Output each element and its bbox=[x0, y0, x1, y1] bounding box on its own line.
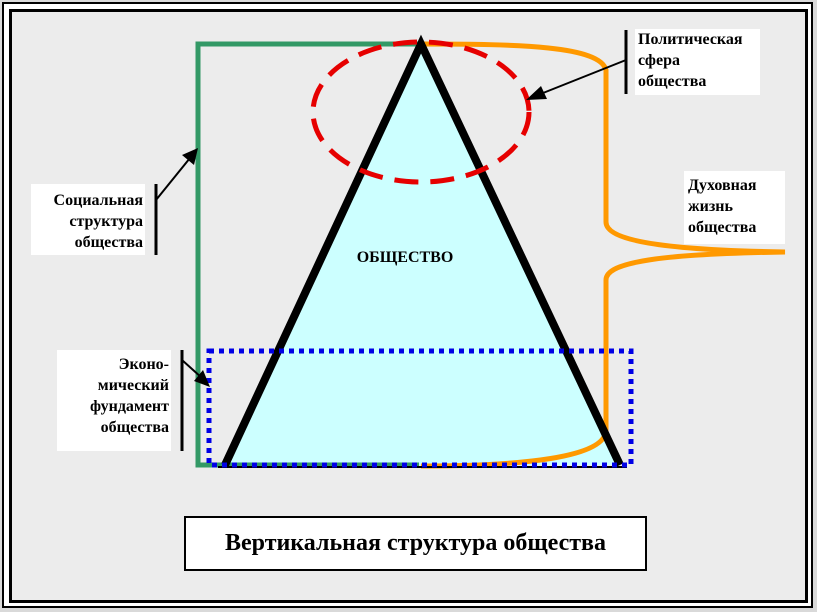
economic-label-line-4: общества bbox=[100, 419, 169, 436]
spiritual-life-label: Духовная жизнь общества bbox=[684, 171, 785, 244]
society-center-label: ОБЩЕСТВО bbox=[356, 249, 454, 266]
spiritual-label-line-2: жизнь bbox=[688, 198, 733, 215]
economic-label-line-1: Эконо- bbox=[118, 356, 169, 373]
spiritual-life-line bbox=[420, 41, 786, 469]
political-label-line-2: сфера bbox=[638, 52, 680, 69]
social-structure-line bbox=[195, 41, 419, 468]
economic-foundation-label: Эконо- мический фундамент общества bbox=[57, 350, 171, 451]
economic-foundation-box bbox=[206, 348, 634, 468]
triangle-outline bbox=[221, 34, 624, 467]
political-label-line-1: Политическая bbox=[638, 31, 743, 48]
diagram-title: Вертикальная структура общества bbox=[225, 530, 606, 556]
economic-callout-arrow bbox=[181, 359, 203, 379]
social-callout-arrow bbox=[155, 157, 191, 201]
political-sphere-label: Политическая сфера общества bbox=[635, 29, 760, 95]
diagram-title-box: Вертикальная структура общества bbox=[184, 516, 647, 571]
political-arrow-head bbox=[526, 86, 547, 100]
social-label-line-3: общества bbox=[74, 234, 143, 251]
spiritual-label-line-1: Духовная bbox=[688, 177, 757, 194]
economic-label-line-2: мический bbox=[97, 377, 169, 394]
social-label-line-1: Социальная bbox=[53, 192, 143, 209]
spiritual-label-line-3: общества bbox=[688, 219, 757, 236]
society-triangle bbox=[225, 44, 620, 465]
social-label-line-2: структура bbox=[69, 213, 143, 230]
political-callout-arrow bbox=[537, 59, 627, 96]
economic-arrow-head bbox=[194, 370, 210, 387]
political-sphere-ellipse bbox=[310, 39, 532, 185]
social-structure-label: Социальная структура общества bbox=[31, 184, 145, 255]
social-arrow-head bbox=[182, 148, 198, 165]
economic-label-line-3: фундамент bbox=[89, 398, 169, 415]
political-label-line-3: общества bbox=[638, 73, 707, 90]
